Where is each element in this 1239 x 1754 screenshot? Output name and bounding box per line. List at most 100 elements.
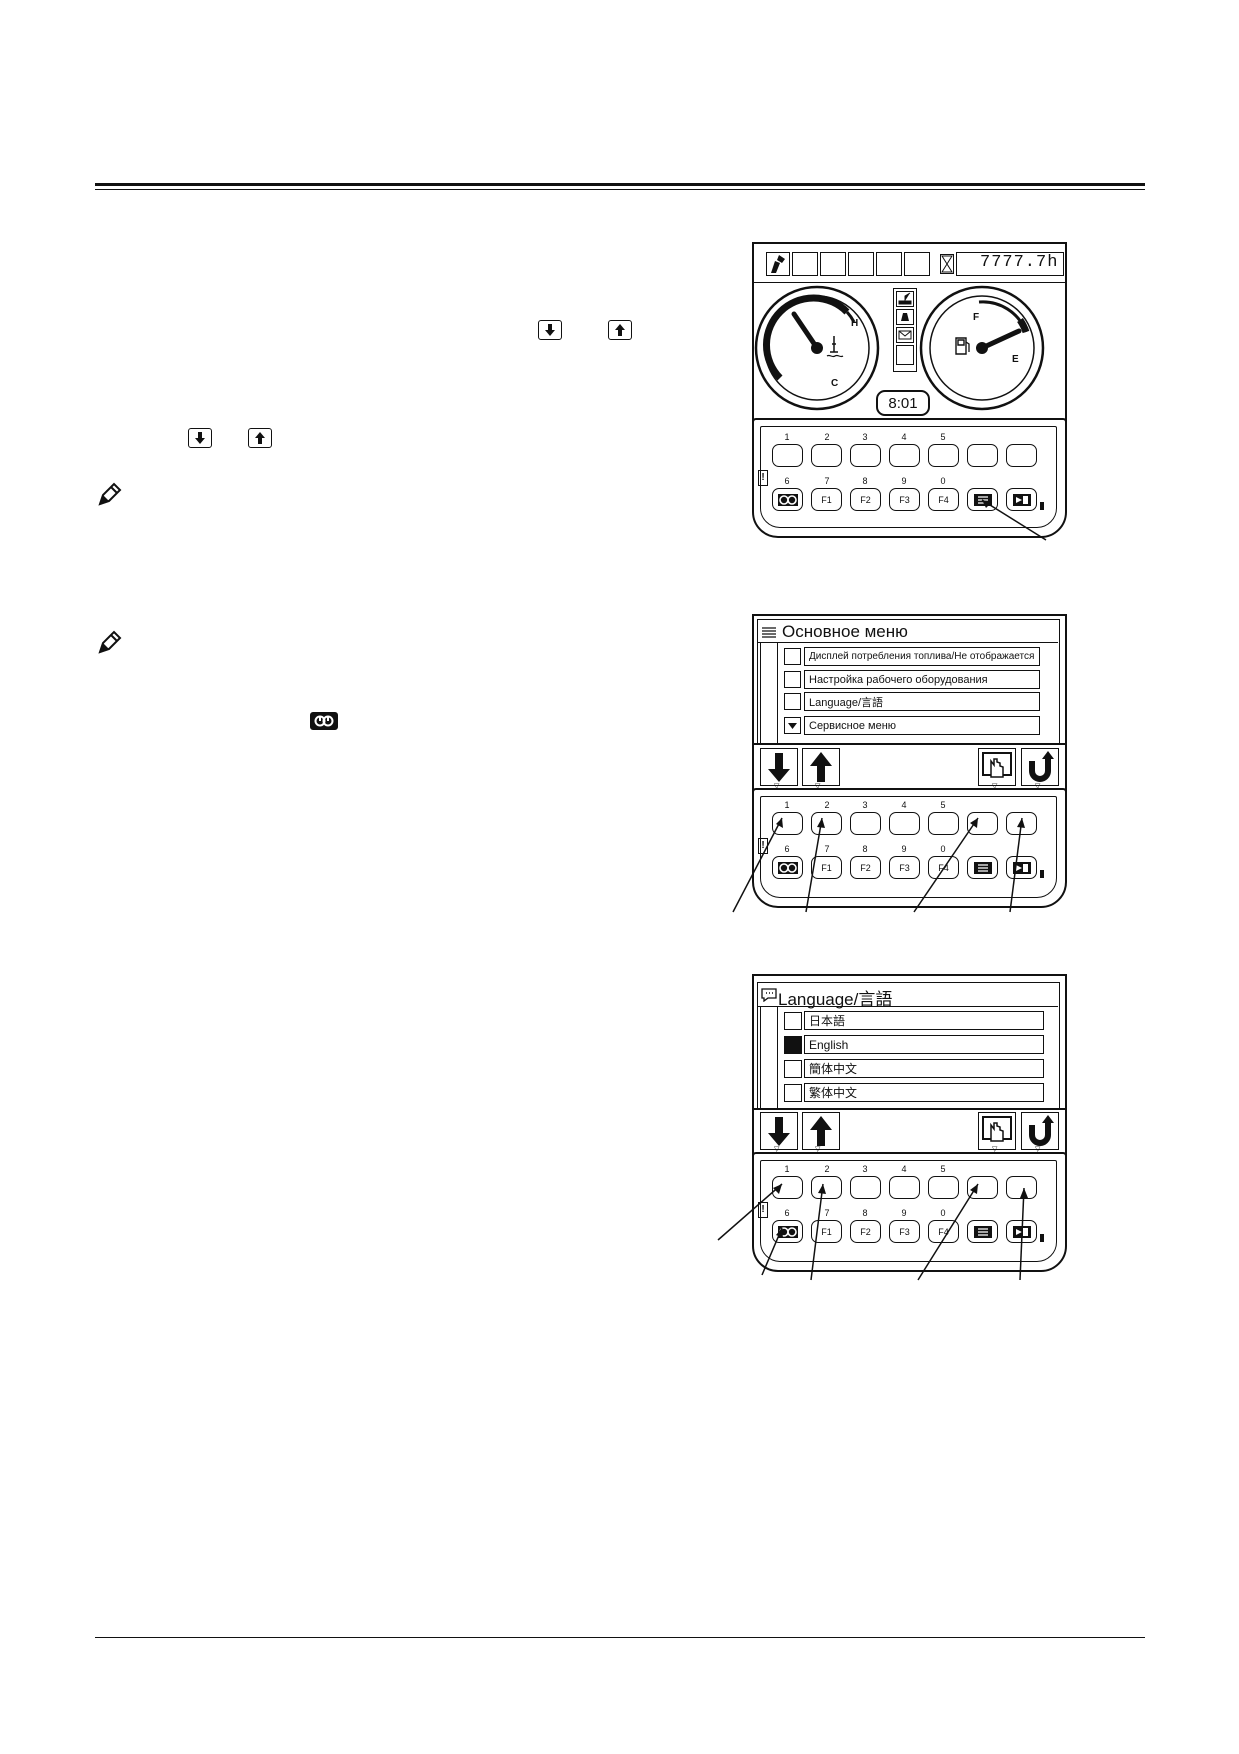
screen-switch-icon xyxy=(1012,493,1031,506)
key-number: 3 xyxy=(862,1164,868,1174)
key-number: 1 xyxy=(784,800,790,810)
keypad-button-2[interactable] xyxy=(811,812,842,835)
fuel-empty-label: E xyxy=(1012,354,1019,365)
arrow-up-icon xyxy=(248,428,272,448)
keypad-button-5[interactable] xyxy=(928,1176,959,1199)
f2-button[interactable]: F2 xyxy=(850,856,881,879)
softkey-pointer: ▽ xyxy=(815,1146,821,1153)
keypad-button-3[interactable] xyxy=(850,1176,881,1199)
warning-bell-icon xyxy=(896,309,914,325)
key-number: 4 xyxy=(901,432,907,442)
select-softkey[interactable] xyxy=(978,1112,1016,1150)
camera-button[interactable] xyxy=(772,856,803,879)
menu-list-icon xyxy=(762,626,776,638)
camera-icon xyxy=(310,712,338,730)
header-rule-thick xyxy=(95,183,1145,186)
pencil-note-icon xyxy=(96,482,122,508)
keypad-button-1[interactable] xyxy=(772,812,803,835)
attachment-setup-icon xyxy=(784,671,801,688)
camera-button[interactable] xyxy=(772,488,803,511)
f4-button[interactable]: F4 xyxy=(928,488,959,511)
menu-button[interactable] xyxy=(967,1220,998,1243)
key-number: 2 xyxy=(824,1164,830,1174)
menu-item-language[interactable]: Language/言語 xyxy=(804,692,1040,711)
pilot-lamp-column xyxy=(893,288,917,372)
wrench-indicator-icon xyxy=(771,255,785,273)
menu-button[interactable] xyxy=(967,856,998,879)
keypad-button-1[interactable] xyxy=(772,444,803,467)
softkey-pointer: ▽ xyxy=(1035,783,1041,790)
language-option-traditional-chinese[interactable]: 繁体中文 xyxy=(804,1083,1044,1102)
keypad-button-1[interactable] xyxy=(772,1176,803,1199)
back-u-turn-icon xyxy=(1029,751,1054,782)
menu-scrollbar[interactable] xyxy=(760,643,778,743)
language-checkbox[interactable] xyxy=(784,1012,802,1030)
scroll-down-softkey[interactable] xyxy=(760,1112,798,1150)
menu-item-fuel-display[interactable]: Дисплей потребления топлива/Не отображае… xyxy=(804,647,1040,666)
key-number: 3 xyxy=(862,800,868,810)
keypad-button-4[interactable] xyxy=(889,444,920,467)
keypad-button-back[interactable] xyxy=(1006,1176,1037,1199)
indicator-slot xyxy=(848,252,874,276)
f1-button[interactable]: F1 xyxy=(811,488,842,511)
key-number: 8 xyxy=(862,1208,868,1218)
coolant-temp-gauge xyxy=(754,285,880,411)
arrow-down-icon xyxy=(188,428,212,448)
f1-button[interactable]: F1 xyxy=(811,1220,842,1243)
keypad-button-softkey-b[interactable] xyxy=(1006,444,1037,467)
blank-lamp xyxy=(896,345,914,365)
arrow-up-icon xyxy=(810,1116,832,1146)
indicator-slot xyxy=(876,252,902,276)
language-checkbox-selected[interactable] xyxy=(784,1036,802,1054)
f3-button[interactable]: F3 xyxy=(889,488,920,511)
menu-item-attachment-setup[interactable]: Настройка рабочего оборудования xyxy=(804,670,1040,689)
speech-bubble-icon xyxy=(784,693,801,710)
fuel-consumption-icon xyxy=(784,648,801,665)
f1-button[interactable]: F1 xyxy=(811,856,842,879)
keypad-button-3[interactable] xyxy=(850,444,881,467)
keypad-button-2[interactable] xyxy=(811,444,842,467)
back-softkey[interactable] xyxy=(1021,1112,1059,1150)
fuel-full-label: F xyxy=(973,312,980,323)
key-number: 5 xyxy=(940,432,946,442)
menu-list-icon xyxy=(973,1225,992,1238)
key-number: 4 xyxy=(901,1164,907,1174)
keypad-button-select[interactable] xyxy=(967,812,998,835)
keypad-button-softkey-a[interactable] xyxy=(967,444,998,467)
f3-button[interactable]: F3 xyxy=(889,856,920,879)
screen-switch-button[interactable] xyxy=(1006,856,1037,879)
language-option-japanese[interactable]: 日本語 xyxy=(804,1011,1044,1030)
menu-scrollbar[interactable] xyxy=(760,1007,778,1108)
keypad-button-5[interactable] xyxy=(928,812,959,835)
keypad-button-select[interactable] xyxy=(967,1176,998,1199)
f3-button[interactable]: F3 xyxy=(889,1220,920,1243)
fuel-gauge xyxy=(919,285,1045,411)
keypad-button-3[interactable] xyxy=(850,812,881,835)
language-option-english[interactable]: English xyxy=(804,1035,1044,1054)
key-number: 1 xyxy=(784,1164,790,1174)
bezel-inner-rim xyxy=(760,426,1057,528)
select-softkey[interactable] xyxy=(978,748,1016,786)
softkey-pointer: ▽ xyxy=(774,783,780,790)
keypad-button-4[interactable] xyxy=(889,812,920,835)
menu-item-service[interactable]: Сервисное меню xyxy=(804,716,1040,735)
f2-button[interactable]: F2 xyxy=(850,488,881,511)
screen-switch-button[interactable] xyxy=(1006,488,1037,511)
keypad-button-2[interactable] xyxy=(811,1176,842,1199)
hand-select-icon xyxy=(982,1116,1012,1142)
scroll-down-softkey[interactable] xyxy=(760,748,798,786)
arrow-up-icon xyxy=(608,320,632,340)
keypad-button-4[interactable] xyxy=(889,1176,920,1199)
scroll-up-softkey[interactable] xyxy=(802,748,840,786)
language-checkbox[interactable] xyxy=(784,1084,802,1102)
key-number: 1 xyxy=(784,432,790,442)
hour-meter: 7777.7h xyxy=(980,253,1059,272)
scroll-up-softkey[interactable] xyxy=(802,1112,840,1150)
keypad-button-5[interactable] xyxy=(928,444,959,467)
language-checkbox[interactable] xyxy=(784,1060,802,1078)
f2-button[interactable]: F2 xyxy=(850,1220,881,1243)
language-option-simplified-chinese[interactable]: 簡体中文 xyxy=(804,1059,1044,1078)
temp-hot-label: H xyxy=(851,318,859,329)
back-softkey[interactable] xyxy=(1021,748,1059,786)
clock-display: 8:01 xyxy=(876,390,930,416)
